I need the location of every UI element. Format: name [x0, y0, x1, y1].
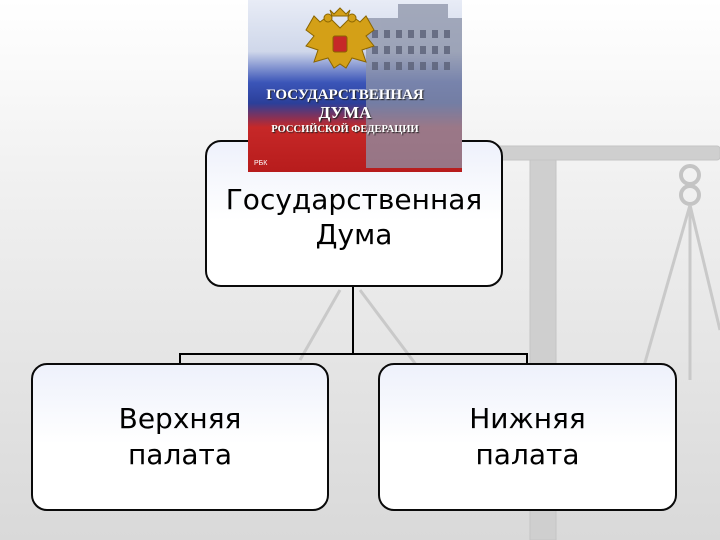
logo-corner-text: РБК [254, 160, 268, 167]
logo-title: ГОСУДАРСТВЕННАЯ ДУМА РОССИЙСКОЙ ФЕДЕРАЦИ… [260, 87, 430, 135]
logo-line-1: ГОСУДАРСТВЕННАЯ [266, 87, 424, 103]
double-headed-eagle-icon [305, 7, 375, 69]
connector-left-drop [179, 353, 181, 363]
node-lower-chamber: Нижняя палата [378, 363, 677, 511]
connector-right-drop [526, 353, 528, 363]
node-upper-chamber-line2: палата [128, 438, 232, 471]
state-duma-logo: ГОСУДАРСТВЕННАЯ ДУМА РОССИЙСКОЙ ФЕДЕРАЦИ… [248, 0, 462, 172]
connector-horizontal [179, 353, 528, 355]
logo-line-2: ДУМА [318, 102, 372, 122]
building-icon [366, 4, 462, 168]
logo-line-3: РОССИЙСКОЙ ФЕДЕРАЦИИ [271, 123, 419, 135]
node-upper-chamber: Верхняя палата [31, 363, 329, 511]
node-lower-chamber-line2: палата [475, 438, 580, 471]
node-upper-chamber-line1: Верхняя [118, 401, 242, 435]
connector-vertical-root [352, 287, 354, 354]
node-state-duma-line1: Государственная [225, 182, 483, 216]
node-lower-chamber-line1: Нижняя [469, 401, 586, 435]
node-state-duma-line2: Дума [315, 217, 393, 251]
